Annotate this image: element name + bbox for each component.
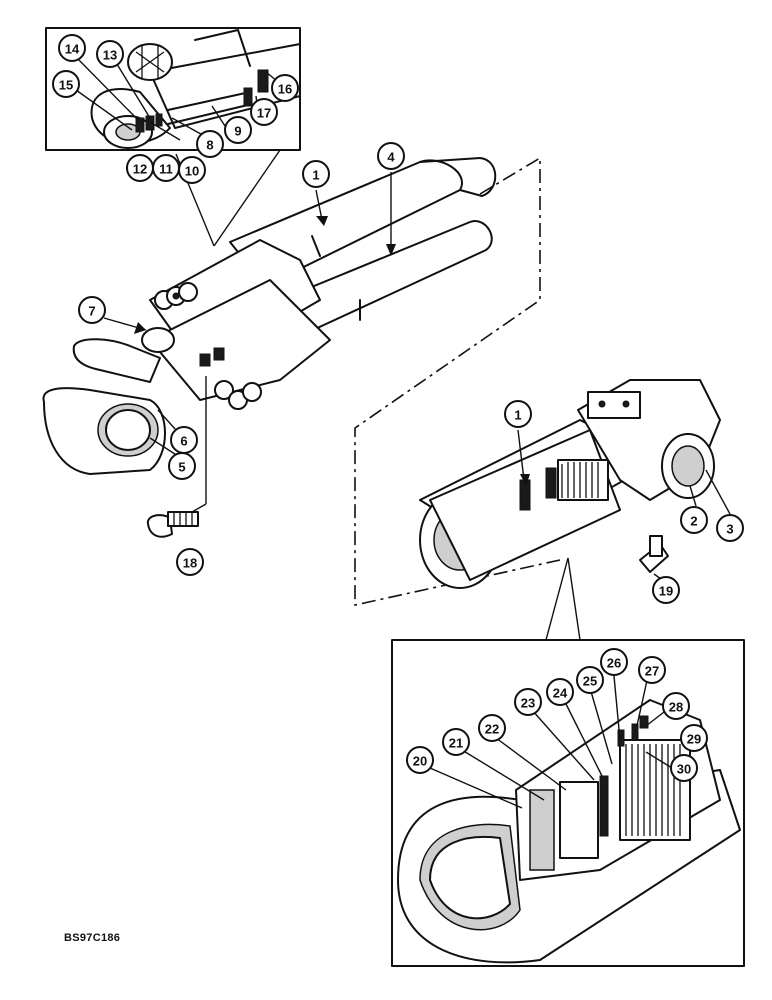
callout-1: 1 — [302, 160, 330, 188]
callout-25: 25 — [576, 666, 604, 694]
callout-24: 24 — [546, 678, 574, 706]
callout-4: 4 — [377, 142, 405, 170]
callout-label: 10 — [185, 164, 199, 179]
callout-label: 21 — [449, 736, 463, 751]
callout-12: 12 — [126, 154, 154, 182]
barrel-assembly — [146, 379, 721, 589]
callout-29: 29 — [680, 724, 708, 752]
callout-11: 11 — [152, 154, 180, 182]
callout-label: 27 — [645, 664, 659, 679]
callout-21: 21 — [442, 728, 470, 756]
callout-circle — [170, 426, 198, 454]
callout-circle — [680, 724, 708, 752]
callout-circle — [406, 746, 434, 774]
callout-circle — [680, 506, 708, 534]
callout-10: 10 — [178, 156, 206, 184]
callout-label: 25 — [583, 674, 597, 689]
callout-label: 4 — [387, 150, 395, 165]
callout-label: 2 — [690, 514, 697, 529]
inset-rod-end-detail — [45, 27, 301, 151]
callout-circle — [576, 666, 604, 694]
callout-circle — [250, 98, 278, 126]
callout-22: 22 — [478, 714, 506, 742]
callout-circle — [126, 154, 154, 182]
callout-circle — [196, 130, 224, 158]
callout-7: 7 — [78, 296, 106, 324]
callout-circle — [670, 754, 698, 782]
callout-circle — [78, 296, 106, 324]
callout-label: 9 — [234, 124, 241, 139]
callout-label: 12 — [133, 162, 147, 177]
callout-15: 15 — [52, 70, 80, 98]
figure-code: BS97C186 — [64, 932, 121, 944]
callout-circle — [52, 70, 80, 98]
callout-circle — [716, 514, 744, 542]
callout-9: 9 — [224, 116, 252, 144]
callout-19: 19 — [652, 576, 680, 604]
callout-circle — [478, 714, 506, 742]
callout-27: 27 — [638, 656, 666, 684]
callout-label: 17 — [257, 106, 271, 121]
callout-circle — [302, 160, 330, 188]
callout-circle — [96, 40, 124, 68]
callout-label: 1 — [312, 168, 319, 183]
callout-circle — [442, 728, 470, 756]
callout-circle — [176, 548, 204, 576]
callout-16: 16 — [271, 74, 299, 102]
callout-26: 26 — [600, 648, 628, 676]
callout-label: 6 — [180, 434, 187, 449]
callout-circle — [58, 34, 86, 62]
callout-label: 18 — [183, 556, 197, 571]
callout-label: 24 — [553, 686, 568, 701]
callout-1b: 1 — [504, 400, 532, 428]
callout-label: 13 — [103, 48, 117, 63]
callout-8: 8 — [196, 130, 224, 158]
callout-label: 8 — [206, 138, 213, 153]
callout-label: 1 — [514, 408, 521, 423]
callout-circle — [546, 678, 574, 706]
callout-circle — [271, 74, 299, 102]
callout-13: 13 — [96, 40, 124, 68]
leader-lines — [68, 55, 731, 809]
callout-30: 30 — [670, 754, 698, 782]
callout-circle — [377, 142, 405, 170]
callout-circle — [662, 692, 690, 720]
callout-label: 26 — [607, 656, 621, 671]
callout-label: 30 — [677, 762, 691, 777]
callout-label: 7 — [88, 304, 95, 319]
callout-circle — [224, 116, 252, 144]
callout-28: 28 — [662, 692, 690, 720]
callout-5: 5 — [168, 452, 196, 480]
callout-label: 11 — [159, 162, 173, 177]
callout-2: 2 — [680, 506, 708, 534]
callout-circle — [504, 400, 532, 428]
callout-label: 22 — [485, 722, 499, 737]
callout-label: 19 — [659, 584, 673, 599]
callout-label: 14 — [65, 42, 80, 57]
assembly-centerline — [354, 156, 561, 606]
callout-20: 20 — [406, 746, 434, 774]
callout-label: 29 — [687, 732, 701, 747]
rod-assembly — [42, 157, 497, 475]
callout-17: 17 — [250, 98, 278, 126]
callout-14: 14 — [58, 34, 86, 62]
callout-3: 3 — [716, 514, 744, 542]
callout-6: 6 — [170, 426, 198, 454]
callout-label: 5 — [178, 460, 185, 475]
callout-circle — [652, 576, 680, 604]
callout-circle — [600, 648, 628, 676]
callout-label: 28 — [669, 700, 683, 715]
callout-label: 16 — [278, 82, 292, 97]
callout-label: 15 — [59, 78, 73, 93]
callout-circle — [638, 656, 666, 684]
callout-18: 18 — [176, 548, 204, 576]
callout-label: 20 — [413, 754, 427, 769]
callout-23: 23 — [514, 688, 542, 716]
callout-circle — [514, 688, 542, 716]
callout-label: 3 — [726, 522, 733, 537]
callout-label: 23 — [521, 696, 535, 711]
